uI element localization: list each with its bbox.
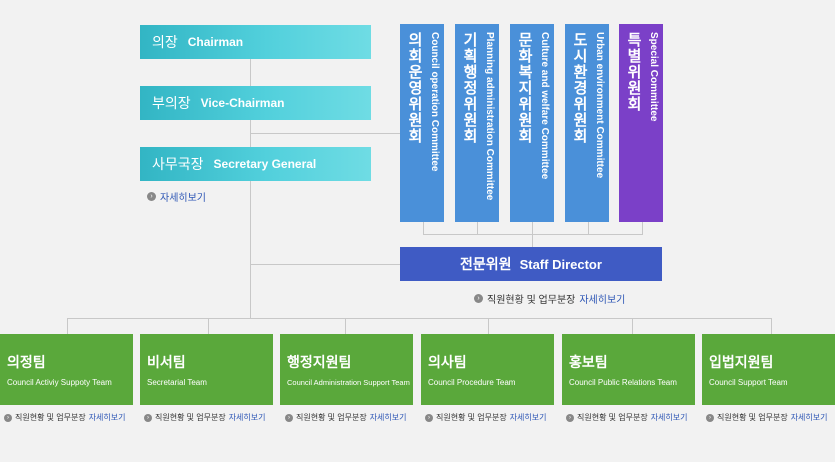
committee-urban-environment[interactable]: 도시환경위원회 Urban environment Committee	[565, 24, 609, 222]
committee-special[interactable]: 특별위원회 Special Committee	[619, 24, 663, 222]
chairman-ko: 의장	[152, 34, 178, 50]
team-more-link[interactable]: › 직원현황 및 업무분장 자세히보기	[144, 412, 266, 423]
connector-committee-drop-4	[588, 222, 589, 235]
team-legislative-support[interactable]: 입법지원팀 Council Support Team	[702, 334, 835, 405]
committee-en: Council operation Committee	[429, 32, 440, 172]
team-more-link-text: 자세히보기	[650, 413, 688, 422]
secretary-more-link[interactable]: › 자세히보기	[147, 189, 206, 204]
committee-ko: 문화복지위원회	[516, 32, 533, 144]
committee-en: Special Committee	[648, 32, 659, 122]
connector-team-drop-1	[67, 318, 68, 334]
connector-committee-drop-3	[532, 222, 533, 235]
committee-en: Culture and welfare Committee	[539, 32, 550, 180]
staff-more-link-text: 자세히보기	[579, 295, 626, 306]
connector-team-drop-3	[345, 318, 346, 334]
connector-to-staff-horizontal	[250, 264, 400, 265]
secretary-more-text: 자세히보기	[160, 193, 206, 204]
vice-chairman-ko: 부의장	[152, 95, 191, 111]
connector-committee-drop-1	[423, 222, 424, 235]
connector-teams-horizontal	[67, 318, 771, 319]
team-en: Council Activiy Suppoty Team	[7, 378, 112, 387]
connector-main-vertical	[250, 58, 251, 318]
staff-more-prefix: 직원현황 및 업무분장	[487, 295, 576, 306]
vice-chairman-en: Vice-Chairman	[200, 96, 285, 110]
arrow-circle-icon: ›	[566, 413, 574, 422]
team-more-prefix: 직원현황 및 업무분장	[15, 413, 86, 422]
team-ko: 비서팀	[147, 354, 186, 370]
staff-director-ko: 전문위원	[460, 256, 512, 272]
staff-director-en: Staff Director	[519, 256, 602, 272]
vice-chairman-box[interactable]: 부의장 Vice-Chairman	[140, 86, 371, 120]
committee-culture-welfare[interactable]: 문화복지위원회 Culture and welfare Committee	[510, 24, 554, 222]
arrow-circle-icon: ›	[4, 413, 12, 422]
committee-ko: 기획행정위원회	[461, 32, 478, 144]
team-ko: 홍보팀	[569, 354, 608, 370]
committee-planning-administration[interactable]: 기획행정위원회 Planning administration Committe…	[455, 24, 499, 222]
team-more-prefix: 직원현황 및 업무분장	[577, 413, 648, 422]
committee-ko: 도시환경위원회	[571, 32, 588, 144]
secretary-general-ko: 사무국장	[152, 156, 204, 172]
connector-committee-drop-2	[477, 222, 478, 235]
team-more-link-text: 자세히보기	[790, 413, 828, 422]
arrow-circle-icon: ›	[285, 413, 293, 422]
arrow-circle-icon: ›	[144, 413, 152, 422]
secretary-general-box[interactable]: 사무국장 Secretary General	[140, 147, 371, 181]
staff-director-box[interactable]: 전문위원 Staff Director	[400, 247, 662, 281]
connector-team-drop-2	[208, 318, 209, 334]
team-more-link[interactable]: › 직원현황 및 업무분장 자세히보기	[566, 412, 688, 423]
team-more-link-text: 자세히보기	[228, 413, 266, 422]
connector-committee-drop-5	[642, 222, 643, 235]
connector-to-staff-vertical	[532, 234, 533, 248]
connector-team-drop-4	[488, 318, 489, 334]
arrow-circle-icon: ›	[474, 294, 483, 303]
team-more-link[interactable]: › 직원현황 및 업무분장 자세히보기	[285, 412, 407, 423]
team-council-activity[interactable]: 의정팀 Council Activiy Suppoty Team	[0, 334, 133, 405]
connector-committee-bottom	[423, 234, 643, 235]
team-ko: 의정팀	[7, 354, 46, 370]
arrow-circle-icon: ›	[425, 413, 433, 422]
committee-ko: 의회운영위원회	[406, 32, 423, 144]
team-more-link[interactable]: › 직원현황 및 업무분장 자세히보기	[4, 412, 126, 423]
team-administration-support[interactable]: 행정지원팀 Council Administration Support Tea…	[280, 334, 413, 405]
arrow-circle-icon: ›	[147, 192, 156, 201]
team-en: Council Administration Support Team	[287, 378, 410, 387]
team-more-link[interactable]: › 직원현황 및 업무분장 자세히보기	[425, 412, 547, 423]
team-en: Secretarial Team	[147, 378, 207, 387]
team-more-link-text: 자세히보기	[369, 413, 407, 422]
committee-council-operation[interactable]: 의회운영위원회 Council operation Committee	[400, 24, 444, 222]
team-ko: 입법지원팀	[709, 354, 774, 370]
team-ko: 의사팀	[428, 354, 467, 370]
connector-to-committees	[250, 133, 400, 134]
team-more-link-text: 자세히보기	[88, 413, 126, 422]
team-more-link-text: 자세히보기	[509, 413, 547, 422]
connector-team-drop-5	[632, 318, 633, 334]
team-public-relations[interactable]: 홍보팀 Council Public Relations Team	[562, 334, 695, 405]
team-en: Council Public Relations Team	[569, 378, 677, 387]
team-procedure[interactable]: 의사팀 Council Procedure Team	[421, 334, 554, 405]
connector-team-drop-6	[771, 318, 772, 334]
chairman-box[interactable]: 의장 Chairman	[140, 25, 371, 59]
team-more-prefix: 직원현황 및 업무분장	[296, 413, 367, 422]
team-more-prefix: 직원현황 및 업무분장	[155, 413, 226, 422]
arrow-circle-icon: ›	[706, 413, 714, 422]
staff-more-link[interactable]: › 직원현황 및 업무분장 자세히보기	[474, 291, 625, 306]
team-ko: 행정지원팀	[287, 354, 352, 370]
secretary-general-en: Secretary General	[213, 157, 317, 171]
team-en: Council Support Team	[709, 378, 788, 387]
committee-en: Planning administration Committee	[484, 32, 495, 201]
team-more-link[interactable]: › 직원현황 및 업무분장 자세히보기	[706, 412, 828, 423]
committee-ko: 특별위원회	[625, 32, 642, 112]
team-en: Council Procedure Team	[428, 378, 516, 387]
committee-en: Urban environment Committee	[594, 32, 605, 179]
team-more-prefix: 직원현황 및 업무분장	[436, 413, 507, 422]
team-more-prefix: 직원현황 및 업무분장	[717, 413, 788, 422]
team-secretarial[interactable]: 비서팀 Secretarial Team	[140, 334, 273, 405]
chairman-en: Chairman	[187, 35, 244, 49]
